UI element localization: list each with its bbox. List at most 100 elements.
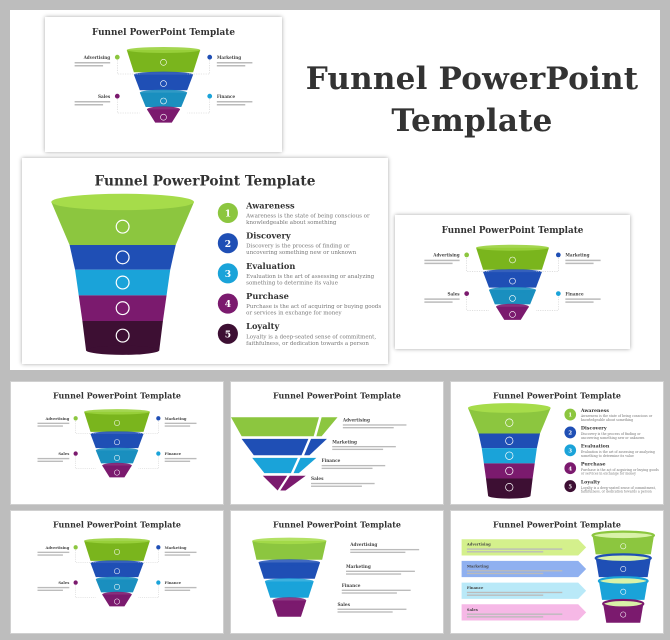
- hero-title-line1: Funnel PowerPoint: [305, 61, 639, 97]
- funnel-layer-top: [102, 591, 132, 598]
- funnel-layer: [272, 600, 307, 617]
- description-placeholder: [74, 104, 104, 106]
- stage-label: Marketing: [165, 545, 187, 550]
- slide-title: Funnel PowerPoint Template: [493, 390, 621, 400]
- target-icon: [114, 548, 120, 555]
- funnel-layer: [90, 434, 144, 449]
- stage-label: Sales: [58, 451, 69, 456]
- funnel-layer: [126, 50, 201, 73]
- funnel-layer-top: [84, 538, 150, 544]
- dollar-icon: [509, 277, 516, 285]
- funnel-layer: [489, 290, 536, 305]
- stage-marker: [156, 580, 161, 585]
- funnel-base: [488, 493, 531, 499]
- description-placeholder: [216, 62, 253, 64]
- stage-number: 2: [225, 239, 231, 250]
- connector-line: [187, 60, 211, 75]
- stage-marker: [73, 416, 78, 421]
- stage-label: Evaluation: [581, 444, 610, 450]
- cylinder-top: [594, 553, 652, 564]
- description-placeholder: [164, 457, 197, 460]
- description-placeholder: [342, 427, 394, 429]
- description-placeholder: [321, 464, 386, 467]
- description-placeholder: [337, 608, 407, 610]
- description-placeholder: [466, 572, 544, 575]
- stage-marker: [464, 252, 470, 258]
- funnel-rim: [467, 403, 551, 413]
- funnel-layer: [483, 272, 542, 288]
- stage-description: or services in exchange for money: [246, 311, 342, 317]
- stage-label: Loyalty: [581, 479, 600, 485]
- description-placeholder: [37, 589, 63, 591]
- stage-label: Advertising: [432, 253, 459, 258]
- description-placeholder: [466, 548, 563, 550]
- stage-description: Evaluation is the art of assessing or an…: [581, 450, 655, 454]
- stage-label: Purchase: [581, 461, 606, 467]
- stage-number: 4: [568, 466, 572, 472]
- stage-label: Marketing: [165, 416, 187, 421]
- stage-label: Advertising: [466, 542, 491, 547]
- slide-canvas: Funnel PowerPoint TemplateAdvertisingMar…: [252, 519, 420, 617]
- icon-tile: [304, 438, 327, 456]
- funnel-layer: [467, 408, 551, 434]
- stage-label: Finance: [342, 584, 361, 589]
- connector-line: [116, 60, 140, 75]
- funnel-layer-top: [476, 244, 549, 251]
- slide-canvas: Funnel PowerPoint TemplateAdvertisingMar…: [231, 390, 407, 491]
- description-placeholder: [424, 262, 453, 265]
- stage-description: or services in exchange for money: [581, 472, 636, 476]
- chart-icon: [620, 588, 627, 595]
- stage-label: Advertising: [342, 419, 370, 424]
- stage-label: Sales: [338, 603, 351, 608]
- description-placeholder: [424, 259, 460, 262]
- stage-label: Discovery: [581, 426, 607, 432]
- dollar-icon: [505, 466, 514, 476]
- star-icon: [115, 328, 130, 343]
- description-placeholder: [74, 62, 111, 64]
- search-icon: [115, 250, 130, 265]
- connector-line: [138, 585, 159, 599]
- description-placeholder: [216, 101, 253, 103]
- stage-marker: [555, 252, 561, 258]
- description-placeholder: [74, 65, 104, 67]
- cylinder-layer: [595, 558, 651, 578]
- stage-marker: [464, 291, 470, 296]
- stage-label: Finance: [165, 580, 182, 585]
- funnel-layer: [84, 411, 150, 432]
- funnel-layer: [496, 306, 529, 320]
- stage-marker: [73, 451, 78, 456]
- description-placeholder: [164, 554, 191, 556]
- stage-label: Finance: [165, 451, 182, 456]
- chart-icon: [160, 97, 167, 105]
- description-placeholder: [164, 422, 197, 425]
- target-icon: [509, 256, 516, 264]
- stage-number-badge: [217, 233, 238, 254]
- stage-label: Sales: [98, 94, 111, 99]
- description-placeholder: [37, 457, 70, 460]
- stage-marker: [156, 416, 161, 421]
- funnel-layer: [483, 463, 535, 479]
- arrow-box: [461, 604, 587, 621]
- funnel-layer-top: [139, 89, 188, 96]
- funnel-layer: [252, 540, 327, 560]
- stage-number-badge: [564, 462, 577, 475]
- description-placeholder: [37, 460, 63, 462]
- description-placeholder: [332, 448, 384, 451]
- stage-marker: [555, 291, 561, 296]
- stage-label: Marketing: [332, 440, 357, 445]
- stage-label: Advertising: [44, 416, 69, 421]
- funnel-segment: [241, 438, 309, 456]
- description-placeholder: [424, 301, 453, 303]
- funnel-layer-top: [90, 431, 144, 437]
- connector-line: [116, 99, 140, 114]
